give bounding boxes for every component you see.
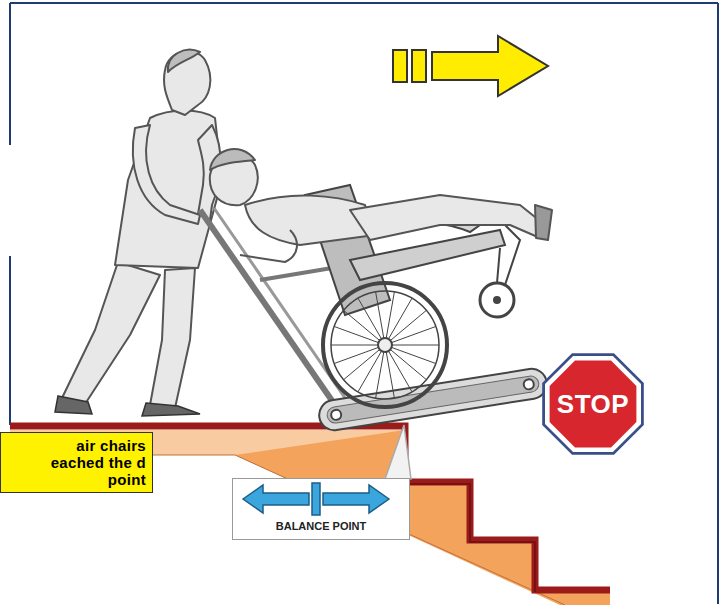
- stair-climber: [200, 208, 549, 432]
- wheel-spoke: [385, 298, 412, 345]
- staircase: [10, 426, 610, 605]
- box-label: BALANCE POINT: [233, 520, 409, 532]
- wheel-spoke: [385, 345, 426, 380]
- wheel-spoke: [331, 345, 385, 346]
- wheel-spoke: [334, 345, 385, 364]
- balance-point-box: BALANCE POINT: [232, 478, 410, 540]
- wheel-spoke: [385, 310, 426, 345]
- stop-sign: STOP: [537, 348, 649, 460]
- octagon-part: [542, 353, 644, 455]
- note-box: air chairs eached the d point: [0, 432, 153, 493]
- note-text: air chairs eached the d point: [41, 437, 146, 488]
- frame: [10, 3, 718, 604]
- shoes: [55, 396, 200, 416]
- octagon-part: [545, 356, 641, 452]
- wheel-spoke: [334, 327, 385, 346]
- wheel-spoke: [344, 310, 385, 345]
- octagon-part: [550, 361, 637, 448]
- attendant-figure: [62, 50, 222, 408]
- double-arrow-symbol: [241, 481, 391, 517]
- balance-callout-wedge: [385, 425, 411, 480]
- wheel-spoke: [376, 292, 385, 345]
- wheel-spoke: [344, 345, 385, 380]
- direction-arrow: [393, 36, 548, 96]
- wheel-spoke: [385, 345, 439, 346]
- wheel-spoke: [385, 345, 394, 398]
- passenger-figure: [210, 149, 552, 262]
- arrow-part: [312, 483, 320, 515]
- sign-text: STOP: [557, 389, 629, 420]
- wheel-spoke: [358, 345, 385, 392]
- wheel-spoke: [385, 345, 436, 364]
- wheel-spoke: [385, 327, 436, 346]
